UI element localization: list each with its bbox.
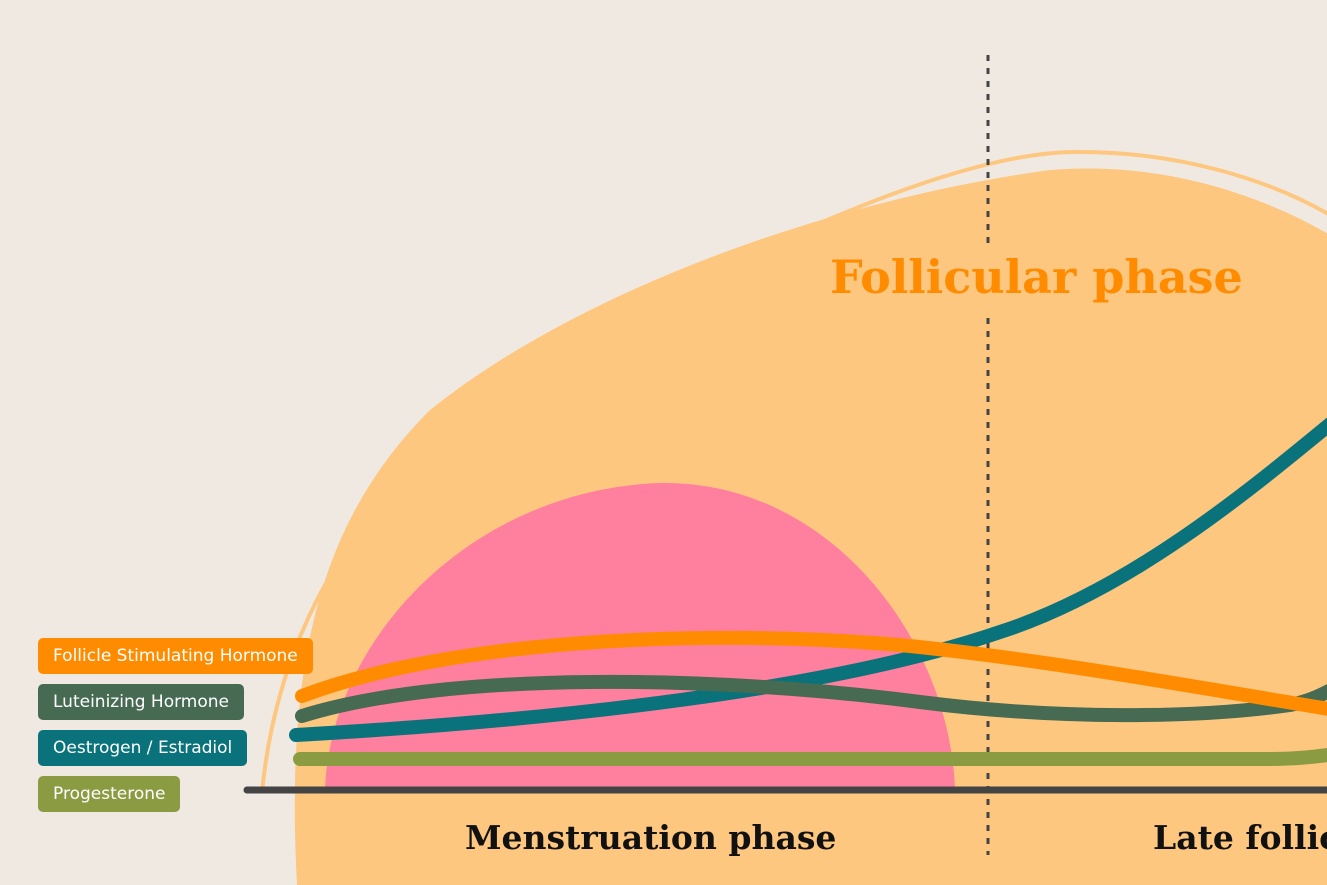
late-follicular-phase-label: Late follicu xyxy=(1153,818,1327,857)
legend-progesterone: Progesterone xyxy=(38,776,181,812)
follicle-stimulating-hormone-curve xyxy=(295,630,1327,716)
menstruation-phase-label: Menstruation phase xyxy=(465,818,837,857)
follicular-phase-title: Follicular phase xyxy=(830,250,1243,304)
legend-luteinizing-hormone: Luteinizing Hormone xyxy=(38,684,244,720)
legend-follicle-stimulating-hormone: Follicle Stimulating Hormone xyxy=(38,638,313,674)
progesterone-curve xyxy=(293,748,1327,766)
oestrogen-curve xyxy=(289,417,1327,742)
legend-oestrogen-estradiol: Oestrogen / Estradiol xyxy=(38,730,248,766)
